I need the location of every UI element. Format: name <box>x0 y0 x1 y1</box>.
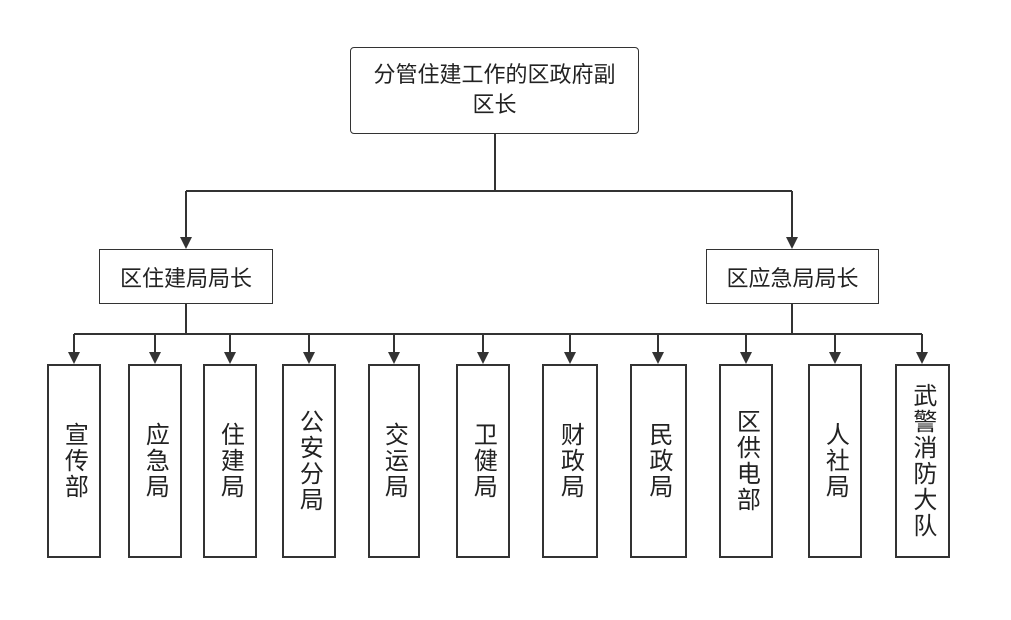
department-box-jiaoyun: 交运局 <box>368 364 420 558</box>
department-label: 区供电部 <box>732 409 761 513</box>
department-label: 民政局 <box>644 422 673 500</box>
department-label: 宣传部 <box>60 422 89 500</box>
department-box-yingjiju: 应急局 <box>128 364 182 558</box>
department-box-weijian: 卫健局 <box>456 364 510 558</box>
department-label: 应急局 <box>141 422 170 500</box>
yingji-director-box: 区应急局局长 <box>706 249 879 304</box>
department-box-gongan: 公安分局 <box>282 364 336 558</box>
zhujian-director-label: 区住建局局长 <box>119 266 252 292</box>
department-label: 人社局 <box>821 422 850 500</box>
department-box-renshe: 人社局 <box>808 364 862 558</box>
department-box-caizheng: 财政局 <box>542 364 598 558</box>
department-box-gongdian: 区供电部 <box>719 364 773 558</box>
vice-district-head-box: 分管住建工作的区政府副区长 <box>350 47 639 134</box>
department-label: 武警消防大队 <box>908 383 937 539</box>
department-label: 公安分局 <box>295 409 324 513</box>
department-box-zhujianju: 住建局 <box>203 364 257 558</box>
department-label: 住建局 <box>216 422 245 500</box>
department-box-xuanchuan: 宣传部 <box>47 364 101 558</box>
vice-district-head-label: 分管住建工作的区政府副区长 <box>373 62 616 118</box>
yingji-director-label: 区应急局局长 <box>726 266 859 292</box>
department-label: 交运局 <box>380 422 409 500</box>
department-label: 财政局 <box>556 422 585 500</box>
department-label: 卫健局 <box>469 422 498 500</box>
department-box-xiaofang: 武警消防大队 <box>895 364 950 558</box>
zhujian-director-box: 区住建局局长 <box>99 249 273 304</box>
department-box-minzheng: 民政局 <box>630 364 687 558</box>
